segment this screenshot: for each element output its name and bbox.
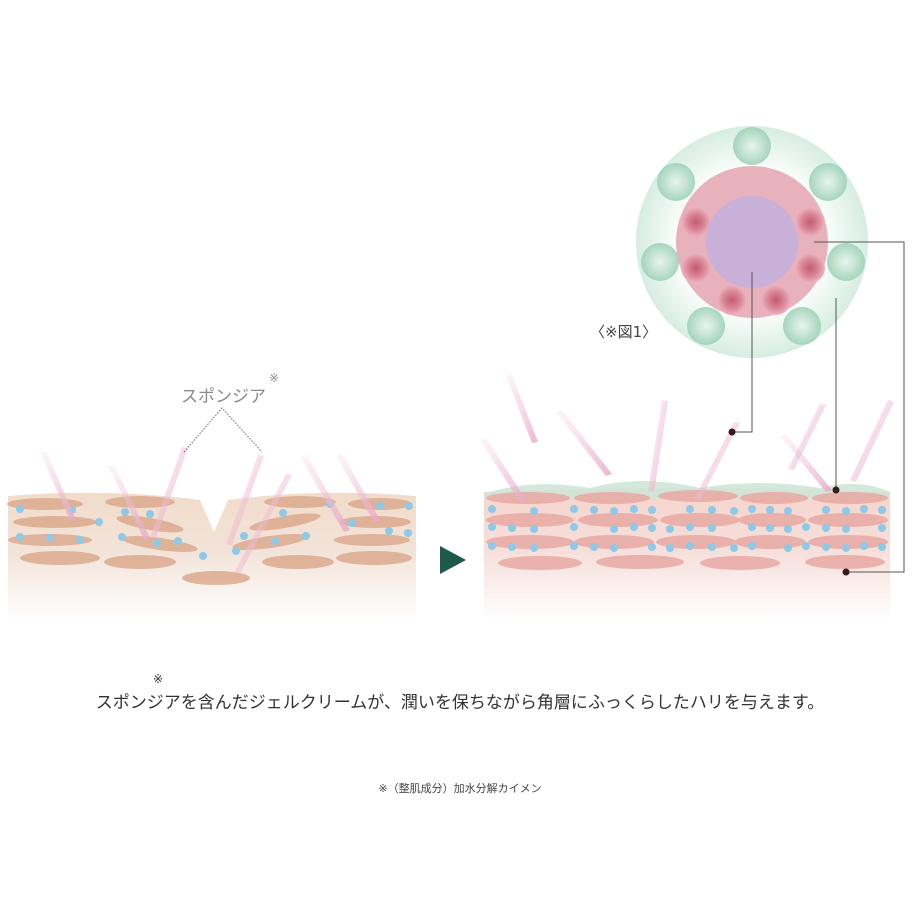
water-dot: [508, 543, 516, 551]
water-dot: [570, 505, 578, 513]
water-dot: [530, 544, 538, 552]
leader-dots: [728, 428, 850, 576]
footnote: ※（整肌成分）加水分解カイメン: [378, 782, 542, 795]
water-dot: [730, 507, 738, 515]
inner-red-spheres: [681, 207, 825, 315]
water-dot: [610, 507, 618, 515]
water-dot: [648, 506, 656, 514]
figure-reference-label: 〈※図1〉: [590, 323, 658, 341]
water-dot: [822, 543, 830, 551]
water-dot: [822, 524, 830, 532]
water-dot: [590, 506, 598, 514]
moist-skin-cells: [486, 490, 888, 570]
outer-green-spheres: [641, 127, 865, 345]
dry-skin-base: [8, 492, 416, 620]
caption-asterisk: ※: [153, 672, 164, 686]
water-dot: [666, 525, 674, 533]
dry-light-rays: [40, 447, 380, 574]
water-dot: [860, 542, 868, 550]
water-dot: [878, 506, 886, 514]
water-dot: [842, 525, 850, 533]
sponge-leader-lines: [183, 407, 263, 453]
water-dot: [530, 507, 538, 515]
water-dot: [784, 507, 792, 515]
right-triangle-arrow-icon: [440, 546, 466, 574]
water-dot: [708, 506, 716, 514]
water-dot: [630, 505, 638, 513]
water-dot: [648, 543, 656, 551]
water-dot: [784, 544, 792, 552]
water-dot: [666, 544, 674, 552]
sponge-label: スポンジア: [181, 387, 266, 407]
sponge-particle-figure: [636, 126, 868, 358]
water-dot: [748, 505, 756, 513]
moist-water-dots: [488, 505, 886, 552]
water-dot: [748, 523, 756, 531]
water-dot: [730, 544, 738, 552]
sponge-asterisk: ※: [269, 371, 280, 385]
water-dot: [802, 523, 810, 531]
water-dot: [488, 542, 496, 550]
water-dot: [842, 544, 850, 552]
water-dot: [488, 505, 496, 513]
water-dot: [878, 524, 886, 532]
water-dot: [630, 523, 638, 531]
water-dot: [570, 542, 578, 550]
water-dot: [822, 506, 830, 514]
water-dot: [570, 523, 578, 531]
water-dot: [686, 505, 694, 513]
water-dot: [766, 506, 774, 514]
water-dot: [748, 542, 756, 550]
water-dot: [488, 523, 496, 531]
water-dot: [878, 543, 886, 551]
water-dot: [686, 542, 694, 550]
moist-skin-panel: [480, 375, 894, 620]
water-dot: [686, 523, 694, 531]
water-dot: [860, 505, 868, 513]
leader-lines: [732, 241, 905, 573]
caption: スポンジアを含んだジェルクリームが、潤いを保ちながら角層にふっくらしたハリを与え…: [95, 693, 825, 713]
water-dot: [648, 524, 656, 532]
water-dot: [766, 524, 774, 532]
water-dot: [708, 543, 716, 551]
core: [706, 196, 798, 288]
water-dot: [842, 507, 850, 515]
dry-skin-panel: [7, 407, 416, 620]
water-dot: [610, 525, 618, 533]
water-dot: [590, 543, 598, 551]
water-dot: [508, 524, 516, 532]
water-dot: [802, 542, 810, 550]
water-dot: [708, 524, 716, 532]
water-dot: [784, 525, 792, 533]
moist-light-rays: [480, 375, 894, 502]
water-dot: [610, 544, 618, 552]
water-dot: [530, 525, 538, 533]
